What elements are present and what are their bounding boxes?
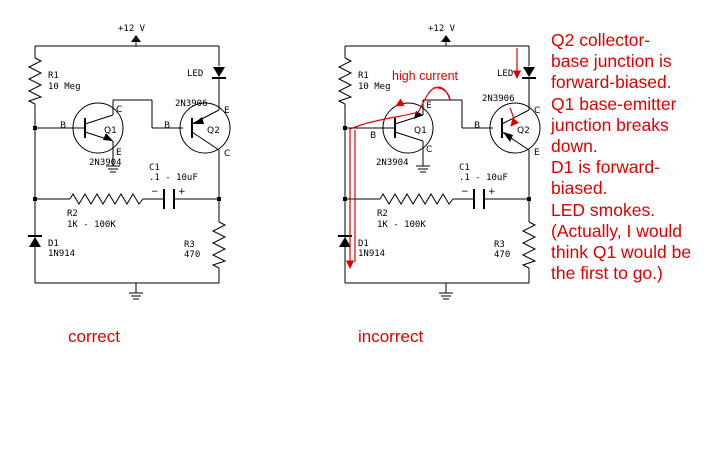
- c1-plus: +: [488, 187, 496, 197]
- note-line: down.: [551, 136, 598, 157]
- supply-arrow-icon: [131, 35, 141, 42]
- d1-label: D1: [48, 239, 59, 249]
- r3-value: 470: [494, 250, 510, 260]
- q1-label: Q1: [104, 126, 117, 136]
- q1-collector-pin: C: [426, 145, 432, 155]
- q1-emitter-pin: E: [426, 101, 432, 111]
- correct-circuit: +12 V R1 10 Meg LED 2N3906 Q1 Q2 B C E B…: [27, 24, 231, 346]
- ground-icon: [129, 292, 143, 300]
- schematic-wires: [34, 36, 220, 293]
- q2-emitter-pin: E: [224, 106, 230, 116]
- note-line: D1 is forward-: [551, 157, 660, 178]
- note-line: base junction is: [551, 51, 672, 72]
- ground-icon: [106, 165, 120, 173]
- c1-plus: +: [178, 187, 186, 197]
- q2-collector-pin: C: [224, 149, 230, 159]
- led-label: LED: [497, 69, 513, 79]
- schematic-wires: [344, 36, 530, 293]
- correct-caption: correct: [68, 327, 120, 346]
- q2-part: 2N3906: [175, 99, 208, 109]
- r1-value: 10 Meg: [48, 82, 81, 92]
- r3-resistor: [211, 221, 227, 269]
- led-symbol: [522, 67, 536, 79]
- r3-label: R3: [184, 240, 195, 250]
- c1-value: .1 - 10uF: [459, 173, 508, 183]
- r2-value: 1K - 100K: [377, 220, 426, 230]
- q1-emitter-pin: E: [116, 148, 122, 158]
- r1-resistor: [337, 57, 353, 105]
- d1-diode: [28, 235, 42, 247]
- c1-capacitor: [473, 189, 485, 209]
- c1-label: C1: [149, 163, 160, 173]
- led-label: LED: [187, 69, 203, 79]
- supply-arrow-icon: [441, 35, 451, 42]
- q2-transistor: [179, 102, 231, 154]
- note-line: LED smokes.: [551, 199, 656, 220]
- note-line: biased.: [551, 178, 608, 199]
- q1-collector-pin: C: [116, 105, 122, 115]
- led-symbol: [212, 67, 226, 79]
- note-line: (Actually, I would: [551, 220, 682, 241]
- r1-resistor: [27, 57, 43, 105]
- supply-label: +12 V: [428, 24, 456, 34]
- r3-value: 470: [184, 250, 200, 260]
- r3-resistor: [521, 221, 537, 269]
- note-line: Q1 base-emitter: [551, 93, 677, 114]
- d1-part: 1N914: [358, 249, 385, 259]
- junction-dots: [343, 126, 531, 201]
- failure-explanation: Q2 collector- base junction is forward-b…: [551, 30, 725, 284]
- junction-dots: [33, 126, 221, 201]
- q2-base-pin: B: [164, 121, 170, 131]
- ground-icon: [416, 165, 430, 173]
- r2-resistor: [379, 193, 456, 205]
- incorrect-circuit: +12 V R1 10 Meg LED 2N3906 Q1 Q2 B E C B…: [337, 24, 541, 346]
- note-line: think Q1 would be: [551, 242, 692, 263]
- d1-part: 1N914: [48, 249, 75, 259]
- q1-label: Q1: [414, 126, 427, 136]
- d1-label: D1: [358, 239, 369, 249]
- high-current-path: [345, 48, 522, 269]
- c1-value: .1 - 10uF: [149, 173, 198, 183]
- supply-label: +12 V: [118, 24, 146, 34]
- r2-label: R2: [67, 209, 78, 219]
- q1-transistor: [72, 102, 124, 154]
- q2-transistor: [489, 102, 541, 154]
- r2-resistor: [69, 193, 146, 205]
- c1-capacitor: [163, 189, 175, 209]
- note-line: Q2 collector-: [551, 30, 651, 50]
- q2-part: 2N3906: [482, 94, 515, 104]
- q1-base-pin: B: [370, 131, 376, 141]
- c1-minus: −: [151, 187, 159, 197]
- ground-icon: [439, 292, 453, 300]
- q2-emitter-pin: E: [534, 148, 540, 158]
- note-line: forward-biased.: [551, 72, 672, 93]
- r2-value: 1K - 100K: [67, 220, 116, 230]
- incorrect-caption: incorrect: [358, 327, 423, 346]
- c1-minus: −: [461, 187, 469, 197]
- r1-label: R1: [358, 71, 369, 81]
- q1-part: 2N3904: [89, 158, 122, 168]
- q2-label: Q2: [207, 126, 220, 136]
- r2-label: R2: [377, 209, 388, 219]
- note-line: junction breaks: [551, 114, 669, 135]
- note-line: the first to go.): [551, 263, 663, 284]
- r3-label: R3: [494, 240, 505, 250]
- q2-collector-pin: C: [534, 106, 540, 116]
- q1-part: 2N3904: [376, 158, 409, 168]
- r1-value: 10 Meg: [358, 82, 391, 92]
- q2-label: Q2: [517, 126, 530, 136]
- c1-label: C1: [459, 163, 470, 173]
- q1-base-pin: B: [60, 121, 66, 131]
- r1-label: R1: [48, 71, 59, 81]
- q2-base-pin: B: [474, 121, 480, 131]
- high-current-label: high current: [392, 69, 459, 83]
